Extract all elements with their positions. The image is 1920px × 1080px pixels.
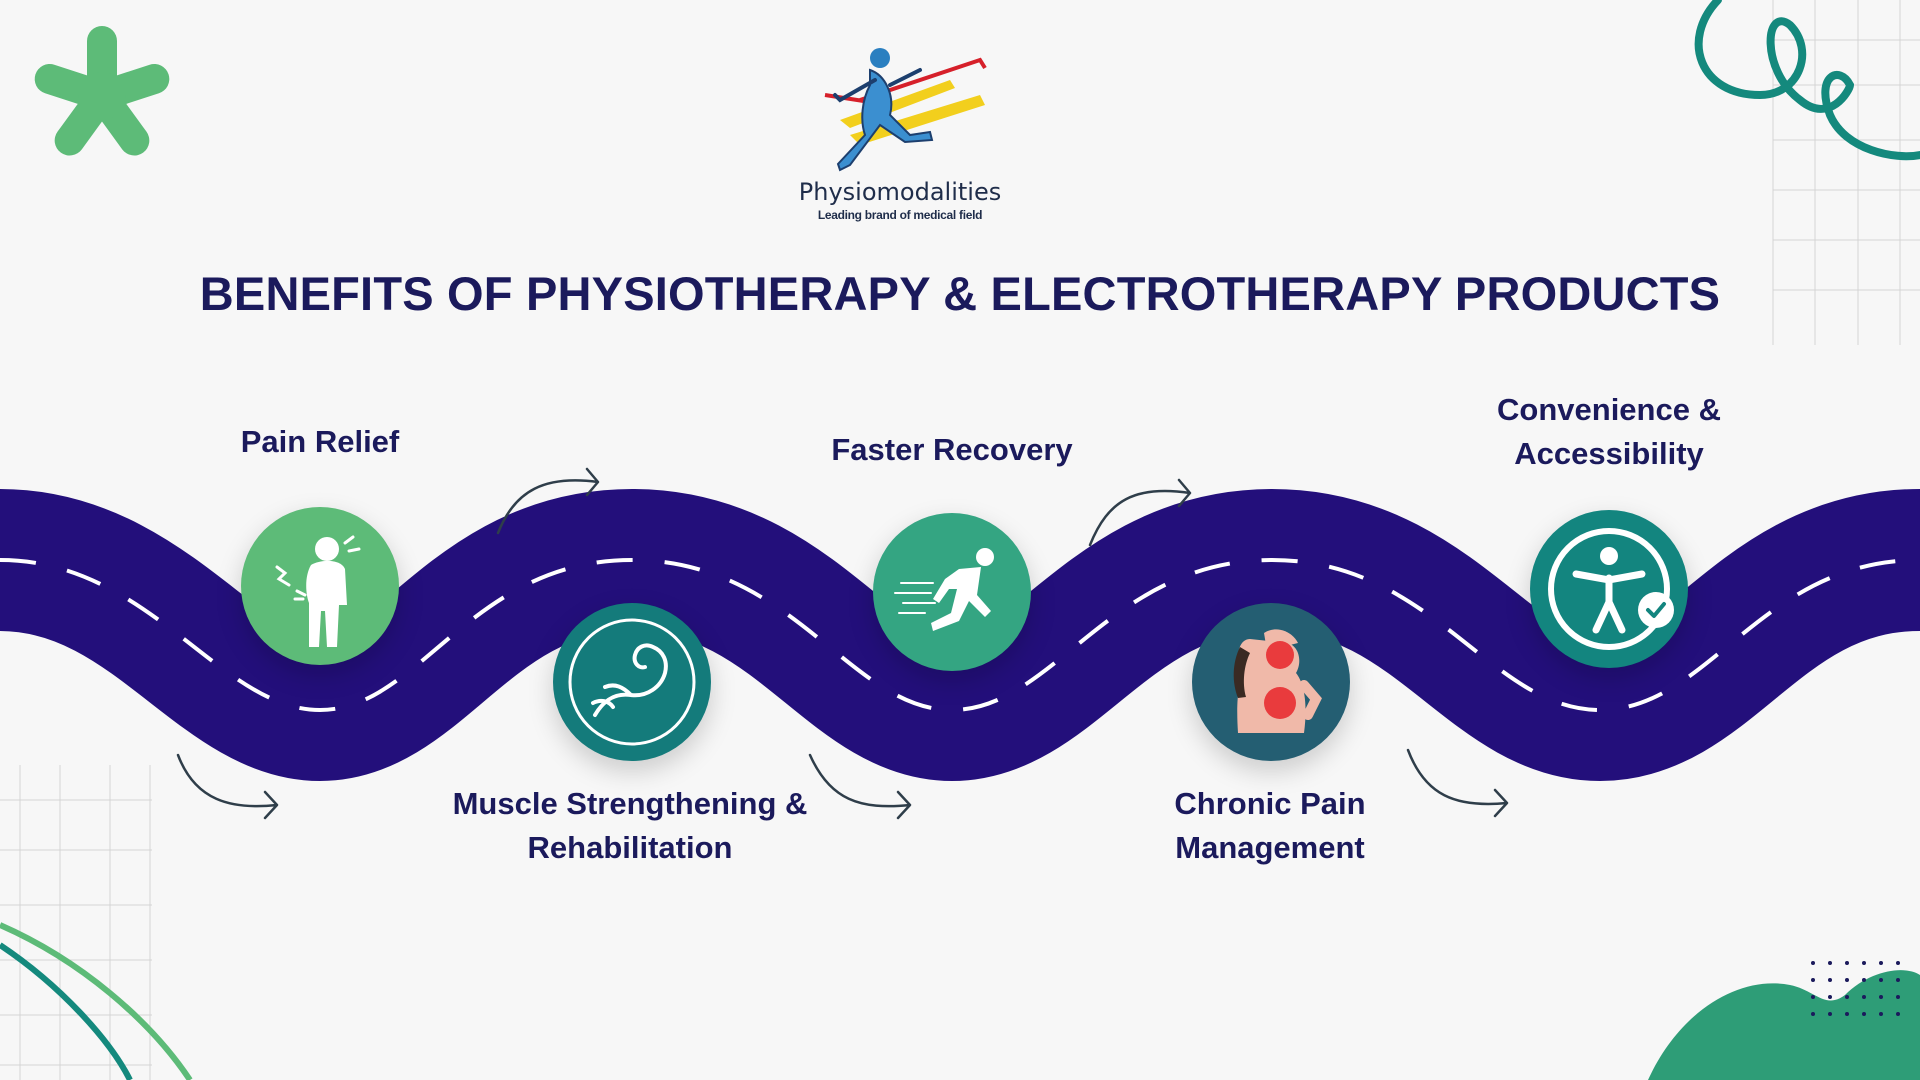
back-pain-icon <box>275 535 361 647</box>
brand-name: Physiomodalities <box>798 178 1002 206</box>
accessibility-icon <box>1548 528 1674 650</box>
benefit-label-convenience: Convenience & Accessibility <box>1497 392 1721 471</box>
brand-logo: Physiomodalities Leading brand of medica… <box>780 40 1020 230</box>
asterisk-shape <box>34 26 170 156</box>
benefit-label-faster-recovery: Faster Recovery <box>831 432 1073 467</box>
blob-bottom-right <box>1648 970 1920 1080</box>
benefit-circle-pain-relief <box>241 507 399 665</box>
arrow-icon <box>808 753 912 820</box>
benefit-circle-convenience <box>1530 510 1688 668</box>
grid-bottom-left <box>0 765 152 1080</box>
brand-tagline: Leading brand of medical field <box>817 208 983 222</box>
road-center-dashes <box>0 557 1920 713</box>
arc-bottom-left <box>0 922 193 1080</box>
benefit-label-chronic-pain: Chronic Pain Management <box>1174 786 1366 865</box>
arrow-icon <box>176 753 279 820</box>
flexed-arm-icon <box>568 618 696 746</box>
runner-logo-icon <box>824 48 987 172</box>
runner-icon <box>894 548 994 631</box>
dot-pattern <box>1811 961 1900 1016</box>
benefit-circle-chronic-pain <box>1192 603 1350 761</box>
arrow-icon <box>496 467 600 535</box>
benefit-circle-muscle <box>553 603 711 761</box>
benefit-label-muscle: Muscle Strengthening & Rehabilitation <box>452 786 808 865</box>
benefit-label-pain-relief: Pain Relief <box>240 424 400 459</box>
neck-back-pain-icon <box>1233 629 1322 733</box>
arrow-icon <box>1406 748 1509 818</box>
page-title: BENEFITS OF PHYSIOTHERAPY & ELECTROTHERA… <box>199 267 1721 320</box>
arrow-icon <box>1088 478 1192 547</box>
benefit-circle-faster-recovery <box>873 513 1031 671</box>
squiggle-top-right <box>1694 0 1920 161</box>
arc-bottom-left-teal <box>0 942 133 1080</box>
